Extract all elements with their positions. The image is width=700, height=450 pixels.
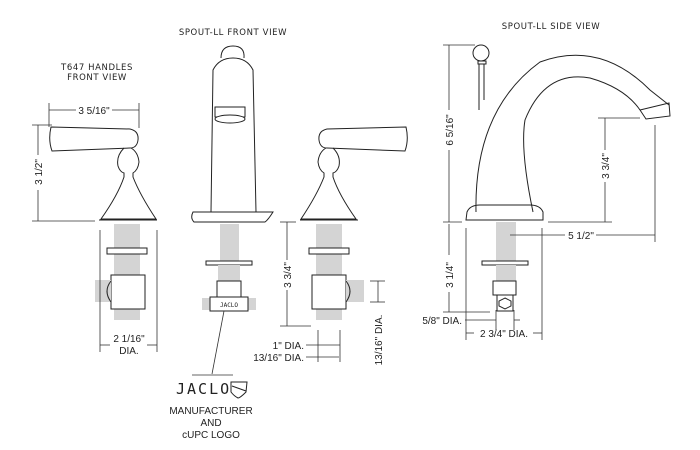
spout-front-title: SPOUT-LL FRONT VIEW <box>179 28 287 38</box>
dimension-spout-clearance: 3 3/4" <box>548 117 640 223</box>
dimension-handle-shank-dia: 2 1/16" DIA. <box>99 230 158 357</box>
dimension-spout-reach: 5 1/2" <box>510 125 656 242</box>
dimension-base-dia: 2 3/4" DIA. <box>465 228 543 340</box>
spout-front-view: JACLO <box>191 45 274 376</box>
dimension-5-8-dia: 5/8" DIA. <box>422 310 520 330</box>
shank-length-front-label: 3 3/4" <box>283 262 294 288</box>
handle-shank-dia-unit: DIA. <box>119 346 138 357</box>
spout-shank-label: 3 1/4" <box>445 262 456 288</box>
dimension-handle-width: 3 5/16" <box>48 103 140 128</box>
spout-side-title: SPOUT-LL SIDE VIEW <box>502 22 601 32</box>
shank-stamp: JACLO <box>220 302 238 309</box>
spout-clearance-label: 3 3/4" <box>601 153 612 179</box>
jaclo-wordmark: JACLO <box>176 380 231 398</box>
dia-1in-label: 1" DIA. <box>273 341 304 352</box>
handles-title-line2: FRONT VIEW <box>67 73 127 83</box>
right-handle <box>300 126 408 320</box>
spout-side-view <box>465 44 671 312</box>
handle-width-label: 3 5/16" <box>78 106 110 117</box>
logo-caption-line3: cUPC LOGO <box>182 430 240 441</box>
cupc-shield-icon <box>230 381 248 399</box>
dimension-13-16-vertical: 13/16" DIA. <box>370 280 385 366</box>
left-handle <box>49 126 157 320</box>
spout-height-label: 6 5/16" <box>445 114 456 146</box>
dia-13-16-vertical-label: 13/16" DIA. <box>374 315 385 366</box>
dia-5-8-label: 5/8" DIA. <box>422 316 462 327</box>
handles-title-line1: T647 HANDLES <box>60 63 133 73</box>
base-dia-label: 2 3/4" DIA. <box>480 329 528 340</box>
dimension-spout-shank: 3 1/4" <box>443 224 490 313</box>
handle-shank-dia-label: 2 1/16" <box>113 334 145 345</box>
dimension-1in-dia: 1" DIA. 13/16" DIA. <box>253 330 341 364</box>
handle-height-label: 3 1/2" <box>34 159 45 185</box>
logo-caption-line2: AND <box>200 418 221 429</box>
dimension-handle-height: 3 1/2" <box>32 124 95 222</box>
logo-caption-line1: MANUFACTURER <box>169 406 252 417</box>
spout-reach-label: 5 1/2" <box>568 231 594 242</box>
dia-13-16-label: 13/16" DIA. <box>253 353 304 364</box>
jaclo-logo: JACLO MANUFACTURER AND cUPC LOGO <box>169 380 252 441</box>
dimension-spout-height: 6 5/16" <box>443 44 475 223</box>
dimension-shank-length-front: 3 3/4" <box>280 221 311 327</box>
